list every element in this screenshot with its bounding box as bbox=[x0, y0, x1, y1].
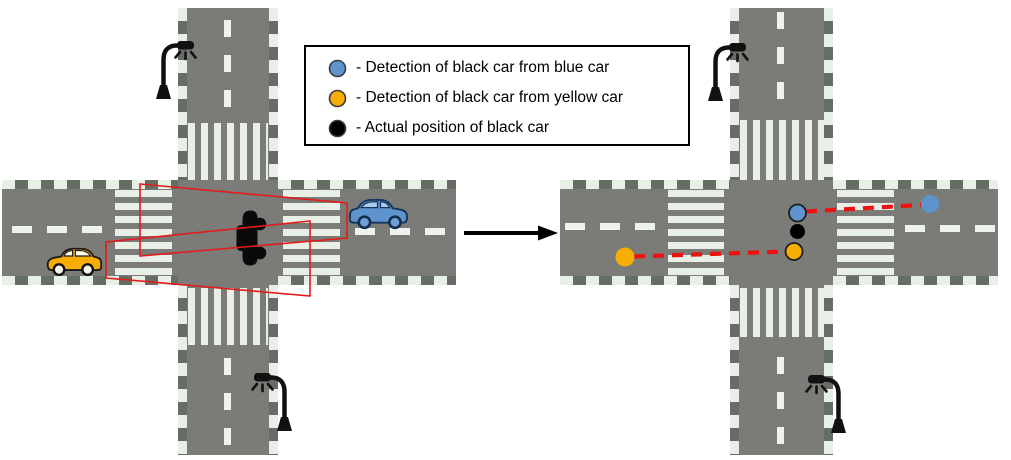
actual-black-car-dot bbox=[790, 224, 805, 239]
yellow-car-fov-outline bbox=[105, 220, 311, 297]
blue-detection-link-line bbox=[805, 202, 922, 214]
lane-divider bbox=[12, 226, 110, 233]
streetlight-camera-icon bbox=[708, 43, 749, 101]
lane-divider bbox=[355, 228, 448, 235]
legend-item-blue-detection: - Detection of black car from blue car bbox=[328, 53, 688, 83]
actual-position-swatch-icon bbox=[328, 119, 347, 137]
curb bbox=[560, 276, 730, 285]
curb bbox=[269, 285, 278, 455]
detection-from-blue-dot bbox=[788, 203, 807, 223]
legend-label: - Detection of black car from blue car bbox=[356, 59, 610, 76]
yellow-detection-swatch-icon bbox=[328, 89, 347, 107]
blue-car-position-dot bbox=[921, 195, 939, 213]
legend-label: - Detection of black car from yellow car bbox=[356, 89, 624, 106]
lane-divider bbox=[565, 223, 658, 230]
crosswalk-east bbox=[837, 190, 894, 276]
detection-from-yellow-dot bbox=[784, 242, 804, 261]
yellow-detection-link-line bbox=[633, 249, 787, 259]
curb bbox=[824, 8, 833, 180]
crosswalk-north bbox=[740, 120, 824, 180]
curb bbox=[824, 285, 833, 455]
lane-divider bbox=[905, 225, 998, 232]
streetlight-camera-icon bbox=[156, 41, 197, 99]
curb bbox=[2, 180, 178, 189]
curb bbox=[833, 180, 998, 189]
crosswalk-west bbox=[115, 190, 172, 276]
legend-item-yellow-detection: - Detection of black car from yellow car bbox=[328, 83, 688, 113]
black-car bbox=[236, 210, 267, 266]
streetlight-camera-icon bbox=[251, 373, 292, 431]
legend-label: - Actual position of black car bbox=[356, 119, 549, 136]
lane-divider bbox=[777, 12, 784, 102]
crosswalk-south bbox=[188, 288, 268, 345]
curb bbox=[2, 276, 178, 285]
legend-item-actual-position: - Actual position of black car bbox=[328, 113, 688, 143]
curb bbox=[278, 180, 456, 189]
curb bbox=[178, 285, 187, 455]
curb bbox=[730, 285, 739, 455]
lane-divider bbox=[224, 358, 231, 448]
lane-divider bbox=[777, 357, 784, 445]
curb bbox=[730, 8, 739, 180]
curb bbox=[833, 276, 998, 285]
blue-car-fov-outline bbox=[139, 183, 348, 257]
crosswalk-north bbox=[188, 123, 268, 180]
crosswalk-south bbox=[740, 288, 824, 337]
yellow-car-position-dot bbox=[615, 247, 635, 267]
blue-car bbox=[348, 198, 409, 230]
streetlight-camera-icon bbox=[805, 375, 846, 433]
crosswalk-west bbox=[668, 190, 724, 276]
lane-divider bbox=[224, 20, 231, 110]
transition-arrow-icon bbox=[464, 225, 558, 241]
curb bbox=[560, 180, 730, 189]
legend-box: - Detection of black car from blue car -… bbox=[304, 45, 690, 146]
curb bbox=[178, 8, 187, 180]
curb bbox=[278, 276, 456, 285]
blue-detection-swatch-icon bbox=[328, 59, 347, 77]
yellow-car bbox=[46, 247, 103, 277]
curb bbox=[269, 8, 278, 180]
crosswalk-east bbox=[283, 190, 340, 276]
